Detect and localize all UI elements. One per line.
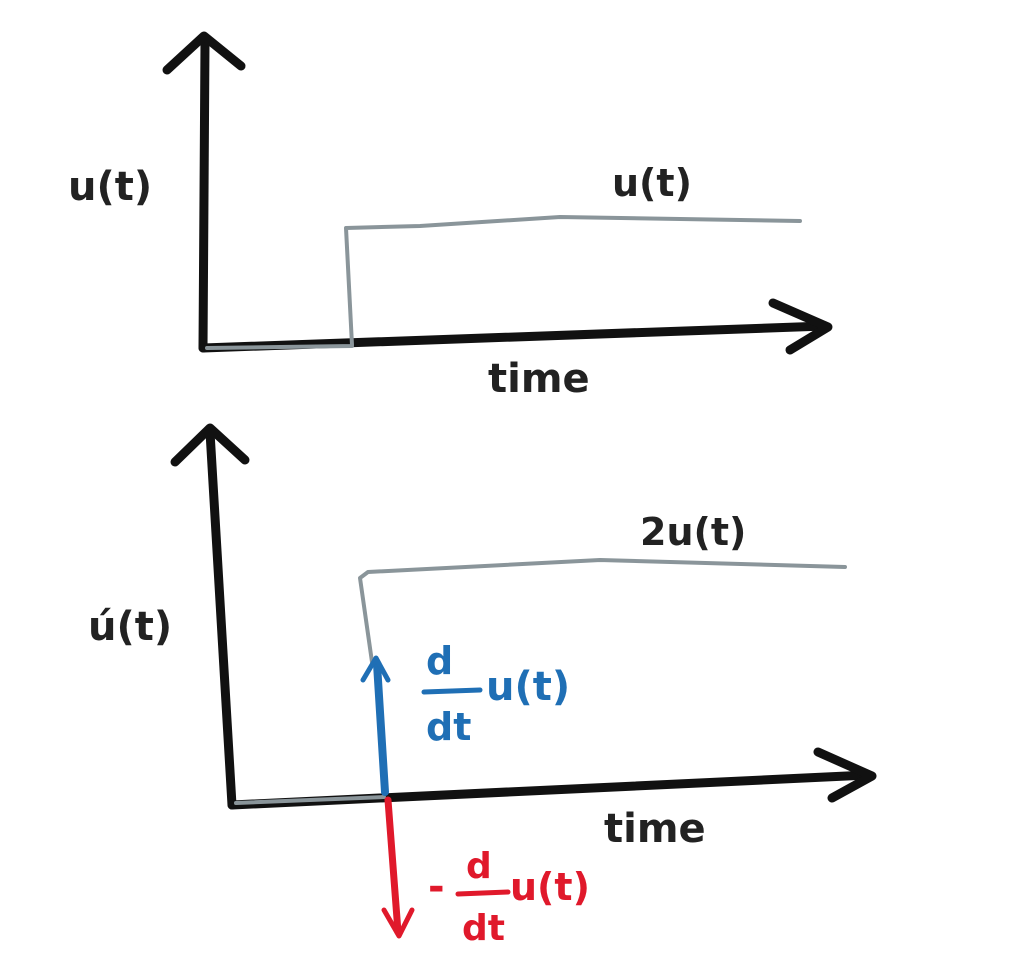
negative-derivative-denominator: dt [462, 908, 505, 949]
negative-derivative-expression: u(t) [510, 865, 590, 909]
positive-impulse-arrowhead [360, 655, 391, 683]
top-x-label: time [488, 356, 590, 402]
positive-impulse-label: d dt u(t) [421, 639, 570, 749]
bottom-y-axis-arrowhead [170, 423, 250, 467]
top-x-axis-arrowhead [768, 298, 833, 355]
positive-derivative-expression: u(t) [486, 664, 570, 710]
top-plot: u(t) time u(t) [68, 31, 833, 402]
negative-impulse-label: - d dt u(t) [428, 846, 590, 949]
top-unit-step-curve [205, 215, 802, 350]
bottom-y-axis [205, 427, 237, 810]
top-y-axis [198, 37, 210, 353]
bottom-curve-label: 2u(t) [640, 510, 746, 554]
bottom-x-axis-arrowhead [813, 747, 877, 803]
top-x-axis [198, 321, 830, 353]
bottom-x-label: time [604, 806, 706, 852]
negative-impulse-arrow [384, 796, 402, 936]
top-y-axis-arrowhead [162, 31, 246, 75]
positive-derivative-numerator: d [426, 639, 453, 683]
positive-fraction-bar [421, 687, 483, 695]
negative-derivative-numerator: d [466, 846, 492, 887]
negative-fraction-bar [455, 889, 511, 897]
positive-derivative-denominator: dt [426, 705, 471, 749]
top-y-label: u(t) [68, 164, 152, 210]
bottom-y-label: ú(t) [88, 604, 172, 650]
bottom-plot: ú(t) time 2u(t) d dt u(t) - d dt u(t) [88, 423, 877, 949]
positive-impulse-arrow [373, 660, 389, 796]
negative-impulse-arrowhead [381, 907, 415, 939]
bottom-scaled-step-curve [234, 558, 847, 805]
top-curve-label: u(t) [612, 161, 692, 205]
negative-derivative-sign: - [428, 864, 445, 910]
